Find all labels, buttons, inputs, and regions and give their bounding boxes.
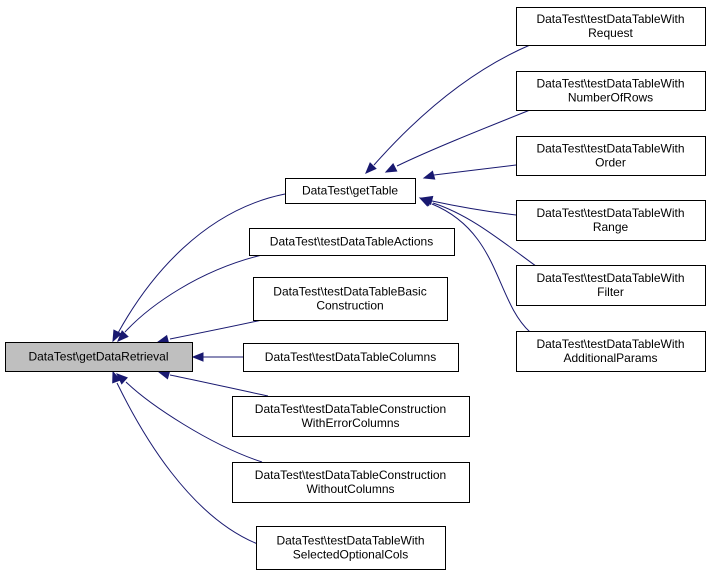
node-box[interactable]: [243, 343, 459, 372]
edge-line: [373, 44, 531, 166]
node-errcols[interactable]: DataTest\testDataTableConstructionWithEr…: [232, 396, 470, 437]
edge-request-gettable: [365, 44, 531, 174]
arrowhead-icon: [418, 197, 432, 207]
node-label: DataTest\testDataTableBasic: [273, 285, 426, 299]
node-box[interactable]: [232, 462, 470, 503]
edge-line: [117, 193, 286, 334]
arrowhead-icon: [365, 162, 377, 174]
node-box[interactable]: [516, 265, 706, 306]
edge-line: [169, 374, 269, 397]
node-label: DataTest\testDataTableWith: [536, 12, 684, 26]
node-label: DataTest\testDataTableActions: [270, 235, 433, 249]
node-label: DataTest\testDataTableWith: [536, 142, 684, 156]
edge-order-gettable: [422, 164, 517, 180]
node-label: DataTest\testDataTableConstruction: [255, 468, 446, 482]
edge-line: [431, 200, 517, 216]
node-label: WithErrorColumns: [301, 416, 399, 430]
node-box[interactable]: [516, 200, 706, 241]
edge-gettable-root: [112, 193, 286, 343]
node-label: Request: [588, 26, 633, 40]
edge-line: [431, 203, 531, 333]
node-label: WithoutColumns: [306, 482, 394, 496]
arrowhead-icon: [384, 163, 398, 173]
node-label: DataTest\testDataTableConstruction: [255, 402, 446, 416]
edge-selected-root: [112, 370, 264, 547]
edge-line: [125, 381, 263, 463]
node-selected[interactable]: DataTest\testDataTableWithSelectedOption…: [256, 526, 446, 570]
node-box[interactable]: [249, 228, 455, 256]
node-label: AdditionalParams: [563, 351, 657, 365]
node-label: DataTest\testDataTableWith: [536, 271, 684, 285]
node-addparams[interactable]: DataTest\testDataTableWithAdditionalPara…: [516, 331, 706, 372]
node-label: DataTest\testDataTableWith: [276, 534, 424, 548]
arrowhead-icon: [191, 352, 204, 362]
node-label: DataTest\testDataTableWith: [536, 206, 684, 220]
node-box[interactable]: [5, 342, 193, 372]
node-label: Construction: [316, 299, 383, 313]
arrowhead-icon: [422, 170, 436, 180]
node-label: SelectedOptionalCols: [293, 548, 408, 562]
node-columns[interactable]: DataTest\testDataTableColumns: [243, 343, 459, 372]
node-label: DataTest\getTable: [302, 184, 398, 198]
node-root[interactable]: DataTest\getDataRetrieval: [5, 342, 193, 372]
arrowhead-icon: [117, 330, 129, 342]
arrowhead-icon: [157, 370, 171, 380]
node-box[interactable]: [253, 277, 448, 321]
node-label: DataTest\getDataRetrieval: [28, 350, 168, 364]
node-label: DataTest\testDataTableWith: [536, 77, 684, 91]
node-label: Filter: [597, 285, 624, 299]
edge-basic-root: [156, 319, 263, 345]
edge-numrows-gettable: [384, 109, 531, 173]
node-label: DataTest\testDataTableColumns: [265, 350, 436, 364]
arrowhead-icon: [112, 370, 122, 384]
edge-line: [124, 254, 263, 333]
node-box[interactable]: [516, 136, 706, 176]
node-label: DataTest\testDataTableWith: [536, 337, 684, 351]
edge-line: [116, 382, 264, 547]
node-label: Range: [593, 220, 629, 234]
node-box[interactable]: [516, 7, 706, 46]
node-box[interactable]: [516, 71, 706, 111]
edge-addparams-gettable: [418, 197, 531, 333]
node-box[interactable]: [516, 331, 706, 372]
edge-actions-root: [117, 254, 263, 342]
edge-line: [432, 202, 541, 270]
edge-columns-root: [191, 352, 243, 362]
arrowhead-icon: [112, 329, 122, 343]
node-box[interactable]: [232, 396, 470, 437]
node-label: Order: [595, 156, 626, 170]
node-box[interactable]: [256, 526, 446, 570]
edge-line: [396, 109, 531, 167]
edges-layer: [112, 44, 541, 547]
edge-line: [433, 164, 517, 176]
node-withoutcols[interactable]: DataTest\testDataTableConstructionWithou…: [232, 462, 470, 503]
edge-errcols-root: [157, 370, 269, 397]
node-gettable[interactable]: DataTest\getTable: [285, 178, 416, 204]
nodes-layer: DataTest\getDataRetrieval DataTest\getTab…: [5, 7, 706, 570]
node-actions[interactable]: DataTest\testDataTableActions: [249, 228, 455, 256]
node-box[interactable]: [285, 178, 416, 204]
edge-line: [169, 319, 263, 340]
node-label: NumberOfRows: [568, 91, 653, 105]
